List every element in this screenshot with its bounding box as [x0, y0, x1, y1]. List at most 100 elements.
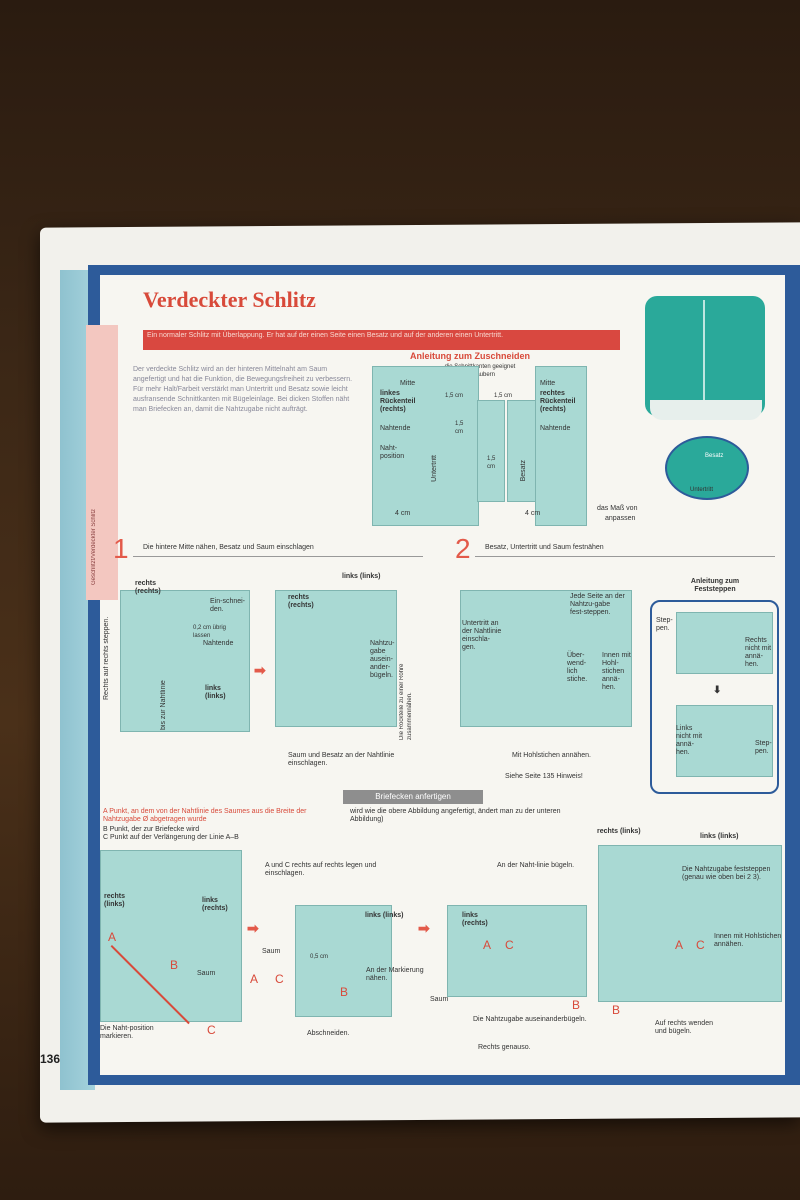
detail-untertritt: Untertritt	[690, 487, 714, 493]
four-cm-right: 4 cm	[525, 510, 541, 517]
brief-step6: Die Nahtzugabe auseinanderbügeln.	[473, 1016, 587, 1023]
facing-piece	[507, 400, 537, 502]
brief-diagram-3	[447, 905, 587, 997]
step1-nahtzugabe: Nahtzu-gabe ausein-ander-bügeln.	[370, 640, 395, 679]
brief-saum-3: Saum	[430, 996, 449, 1003]
detail-besatz: Besatz	[705, 453, 724, 459]
step1-vertical-note: Rechts auf rechts steppen.	[103, 616, 110, 700]
brief-c-1: C	[207, 1023, 216, 1037]
anpassen-note: anpassen	[605, 515, 636, 522]
brief-links-rechts: links (rechts)	[202, 897, 228, 912]
step1-links-top: links (links)	[342, 573, 381, 580]
brief-links-links-2: links (links)	[365, 912, 404, 919]
step2-heading: Besatz, Untertritt und Saum festnähen	[485, 544, 604, 551]
brief-step3: An der Markierung nähen.	[366, 967, 424, 982]
step1-links-a: links (links)	[205, 685, 226, 700]
brief-a-3: A	[483, 938, 492, 952]
brief-legend-a: A Punkt, an dem von der Nahtlinie des Sa…	[103, 808, 307, 823]
brief-heading: Briefecken anfertigen	[343, 790, 483, 804]
fest-rechts-nicht: Rechts nicht mit annä-hen.	[745, 637, 772, 668]
step2-hohl: Mit Hohlstichen annähen.	[512, 752, 591, 759]
brief-diagram-2	[295, 905, 392, 1017]
fest-links-nicht: Links nicht mit annä-hen.	[676, 725, 703, 756]
nahtende-right: Nahtende	[540, 425, 571, 432]
left-part-label: linkes Rückenteil (rechts)	[380, 390, 416, 413]
step2-rule	[475, 556, 775, 557]
left-mitte: Mitte	[400, 380, 416, 387]
step1-uebrig: 0,2 cm übrig lassen	[193, 625, 227, 639]
step1-saum: Saum und Besatz an der Nahtlinie einschl…	[288, 752, 395, 767]
dim-2: 1,5 cm	[494, 393, 513, 399]
step2-number: 2	[455, 533, 471, 564]
untertritt-label: Untertritt	[431, 455, 438, 482]
cutting-note: die Schnittkanten geeignet versäubern	[444, 364, 516, 378]
center-seam-line	[703, 300, 705, 412]
step2-jede: Jede Seite an der Nahtzu-gabe fest-stepp…	[570, 593, 625, 616]
four-cm-left: 4 cm	[395, 510, 411, 517]
brief-links-rechts-3: links (rechts)	[462, 912, 488, 927]
step2-untertritt: Untertritt an der Nahtlinie einschla-gen…	[462, 620, 502, 651]
feststeppen-bottom	[676, 705, 773, 777]
mass-note: das Maß von	[597, 505, 638, 512]
brief-diagram-1	[100, 850, 242, 1022]
brief-legend-note: wird wie die obere Abbildung angefertigt…	[350, 808, 561, 823]
cutting-heading: Anleitung zum Zuschneiden	[410, 351, 531, 361]
brief-step8: Die Nahtzugabe feststeppen (genau wie ob…	[682, 866, 771, 881]
brief-legend-b: B Punkt, der zur Briefecke wird	[103, 826, 200, 833]
brief-b-2: B	[340, 985, 349, 999]
detail-circle	[665, 436, 749, 500]
naht-position: Naht-position	[380, 445, 405, 460]
page-number: 136	[40, 1052, 61, 1066]
step1-bis: bis zur Nahtlinie	[160, 680, 167, 730]
brief-step4: Abschneiden.	[307, 1030, 350, 1037]
step2-ueber: Über-wend-lich stiche.	[567, 652, 588, 683]
skirt-back-illustration	[645, 296, 765, 416]
step1-rule	[133, 556, 423, 557]
brief-a-2: A	[250, 972, 259, 986]
step1-einschneiden: Ein-schnei-den.	[210, 598, 246, 613]
fest-steppen-2: Step-pen.	[755, 740, 772, 755]
fest-down-arrow: ⬇	[713, 685, 722, 696]
brief-diagram-4	[598, 845, 782, 1002]
brief-b-3: B	[572, 998, 581, 1012]
side-tab-label: Geschlitzt/Verdeckter Schlitz	[91, 508, 97, 585]
brief-step7: Auf rechts wenden und bügeln.	[655, 1020, 713, 1035]
nahtende-left: Nahtende	[380, 425, 411, 432]
brief-saum-2: Saum	[262, 948, 281, 955]
step1-nahtende: Nahtende	[203, 640, 234, 647]
step2-innen: Innen mit Hohl-stichen annä-hen.	[602, 652, 631, 691]
brief-step9: Innen mit Hohlstichen annähen.	[714, 933, 782, 948]
fest-steppen-1: Step-pen.	[656, 617, 673, 632]
brief-c-4: C	[696, 938, 705, 952]
brief-saum-1: Saum	[197, 970, 216, 977]
skirt-hem	[650, 400, 762, 420]
brief-a-4: A	[675, 938, 684, 952]
feststeppen-top	[676, 612, 773, 674]
brief-arrow-2: ➡	[418, 920, 430, 936]
brief-b-1: B	[170, 958, 179, 972]
intro-text: Der verdeckte Schlitz wird an der hinter…	[133, 366, 353, 413]
subtitle-bar: Ein normaler Schlitz mit Überlappung. Er…	[143, 330, 620, 350]
dim-1: 1,5 cm	[445, 393, 464, 399]
right-back-piece	[535, 366, 587, 526]
right-part-label: rechtes Rückenteil (rechts)	[540, 390, 576, 413]
left-back-piece	[372, 366, 479, 526]
brief-legend-c: C Punkt auf der Verlängerung der Linie A…	[103, 834, 239, 841]
brief-a-1: A	[108, 930, 117, 944]
brief-arrow-1: ➡	[247, 920, 259, 936]
besatz-label: Besatz	[520, 460, 527, 482]
step1-rechts-b: rechts (rechts)	[288, 594, 314, 609]
dim-4: 1,5 cm	[487, 456, 496, 470]
right-mitte: Mitte	[540, 380, 556, 387]
step1-arrow: ➡	[254, 662, 266, 678]
brief-rechts-genau: Rechts genauso.	[478, 1044, 531, 1051]
brief-b-4: B	[612, 1003, 621, 1017]
brief-dim: 0,5 cm	[310, 954, 329, 960]
step1-diagram-b	[275, 590, 397, 727]
brief-rechts-links: rechts (links)	[104, 893, 126, 908]
brief-step1: Die Naht-position markieren.	[100, 1025, 154, 1040]
brief-c-2: C	[275, 972, 284, 986]
step1-diagram-a	[120, 590, 250, 732]
brief-links-links-4: links (links)	[700, 833, 739, 840]
feststeppen-heading: Anleitung zum Feststeppen	[690, 578, 740, 593]
